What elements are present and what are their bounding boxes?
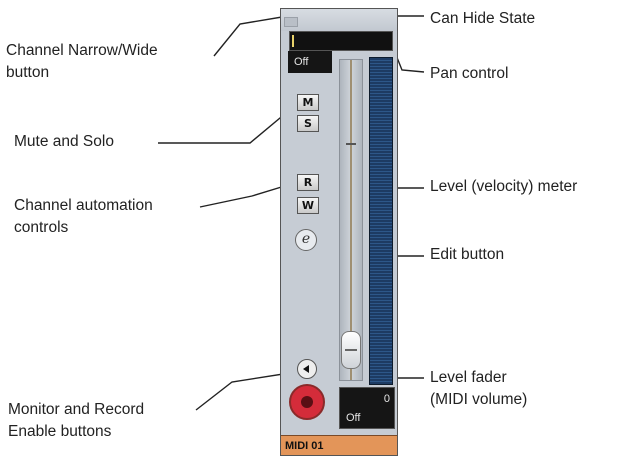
monitor-button[interactable]	[297, 359, 317, 379]
solo-button[interactable]: S	[297, 115, 319, 132]
volume-peak-value: 0	[383, 393, 390, 405]
callout-level-meter: Level (velocity) meter	[430, 178, 578, 195]
line-mute-solo	[158, 107, 293, 144]
line-narrow-wide	[213, 15, 289, 57]
pan-value-display: Off	[288, 51, 332, 73]
fader-center-line	[350, 60, 352, 380]
write-automation-button[interactable]: W	[297, 197, 319, 214]
callout-pan: Pan control	[430, 65, 509, 82]
callout-fader-line2: (MIDI volume)	[430, 391, 528, 408]
callout-monitor-line1: Monitor and Record	[8, 401, 145, 418]
callout-fader: Level fader (MIDI volume)	[430, 367, 527, 411]
fader-unity-mark	[346, 143, 356, 145]
callout-automation-line2: controls	[14, 219, 69, 236]
callout-hide-state: Can Hide State	[430, 10, 536, 27]
channel-name[interactable]: MIDI 01	[281, 435, 397, 455]
midi-channel-strip: Off M S R W e 0 Off MIDI 01	[280, 8, 398, 456]
pan-position-marker	[292, 35, 294, 47]
callout-monitor-line2: Enable buttons	[8, 423, 112, 440]
volume-value: Off	[346, 412, 361, 424]
callout-narrow-wide-line2: button	[6, 64, 50, 81]
volume-display: 0 Off	[339, 387, 395, 429]
callout-automation: Channel automation controls	[14, 195, 153, 239]
callout-mute-solo: Mute and Solo	[14, 133, 114, 150]
read-automation-button[interactable]: R	[297, 174, 319, 191]
pan-control[interactable]	[289, 31, 393, 51]
callout-automation-line1: Channel automation	[14, 197, 153, 214]
narrow-wide-button[interactable]	[284, 17, 298, 27]
level-fader-knob[interactable]	[341, 331, 361, 369]
strip-header	[281, 9, 397, 31]
record-enable-button[interactable]	[289, 384, 325, 420]
callout-edit: Edit button	[430, 246, 505, 263]
callout-monitor-record: Monitor and Record Enable buttons	[8, 399, 144, 443]
mute-button[interactable]: M	[297, 94, 319, 111]
level-fader-track[interactable]	[339, 59, 363, 381]
callout-fader-line1: Level fader	[430, 369, 507, 386]
callout-narrow-wide-line1: Channel Narrow/Wide	[6, 42, 158, 59]
callout-narrow-wide: Channel Narrow/Wide button	[6, 40, 158, 84]
edit-button[interactable]: e	[295, 229, 317, 251]
line-automation	[199, 184, 289, 208]
level-velocity-meter	[369, 57, 393, 385]
line-monitor	[195, 371, 297, 411]
